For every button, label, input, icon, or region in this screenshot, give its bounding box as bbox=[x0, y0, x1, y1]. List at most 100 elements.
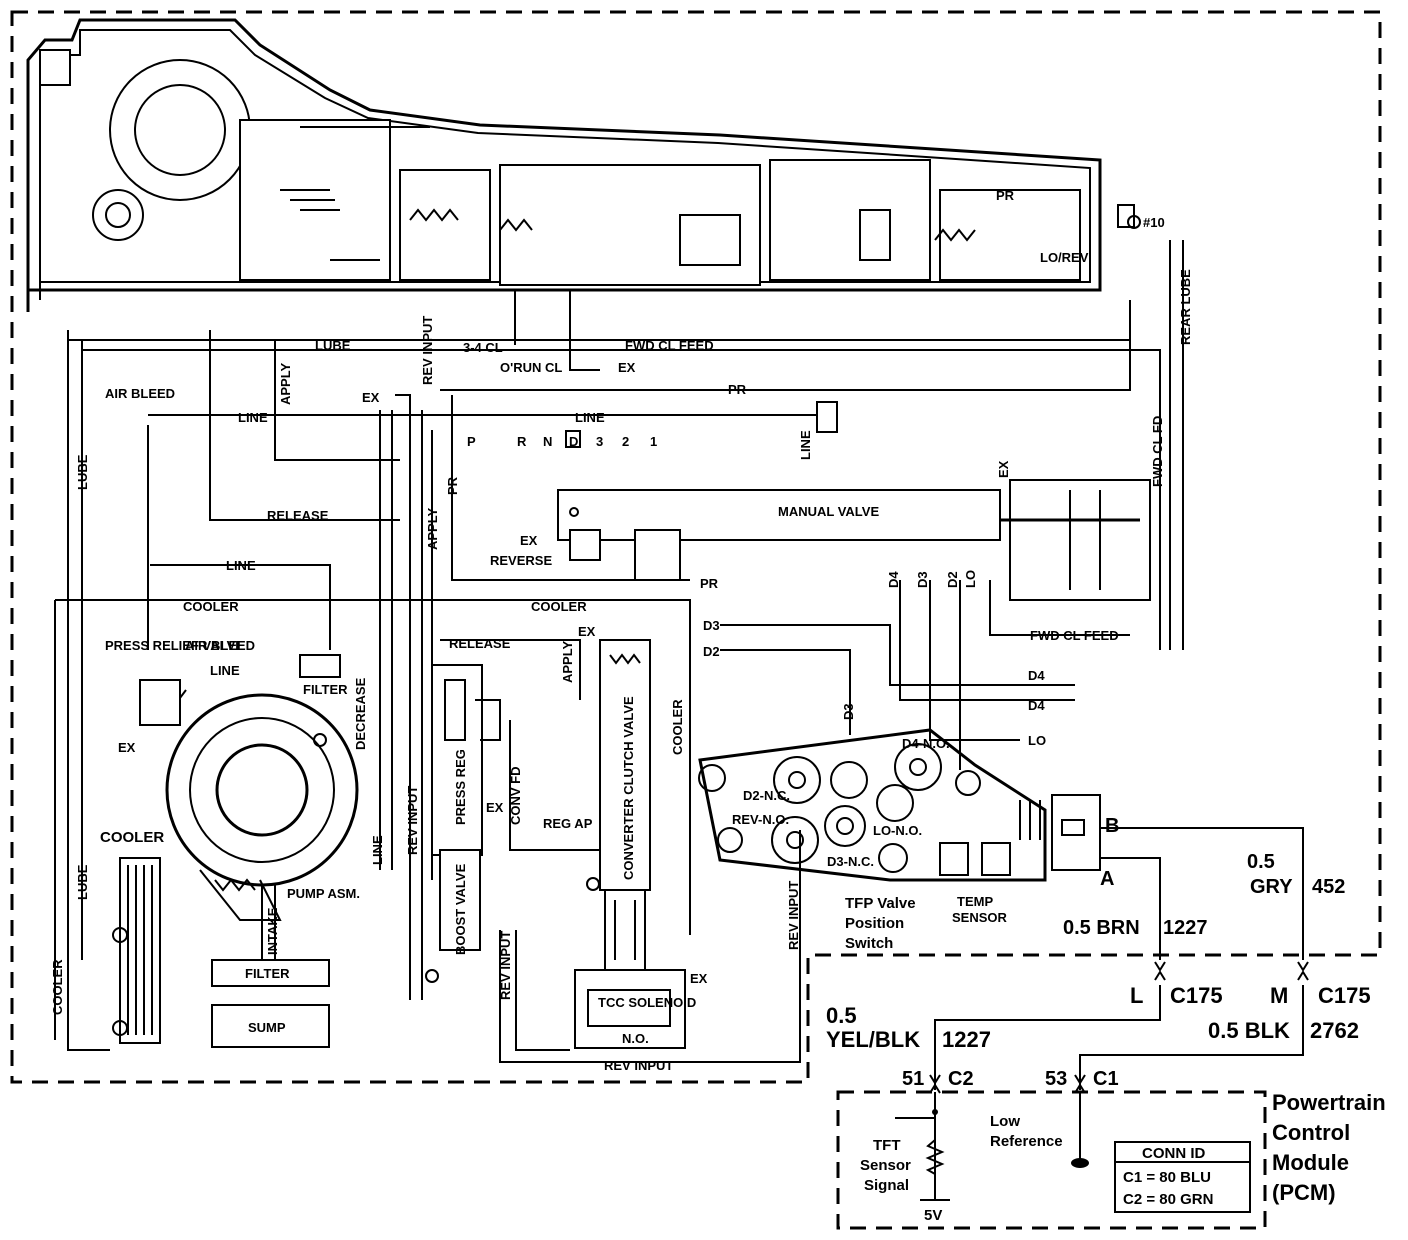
label-converter-clutch-valve: CONVERTER CLUTCH VALVE bbox=[621, 696, 636, 880]
label-d2-valve: D2 bbox=[945, 571, 960, 588]
wire-gry-circuit: 452 bbox=[1312, 876, 1345, 898]
tft-label-3: Signal bbox=[864, 1177, 909, 1194]
label-ex-orun: EX bbox=[618, 360, 636, 375]
label-pr-top: PR bbox=[996, 188, 1015, 203]
label-manual-valve: MANUAL VALVE bbox=[778, 504, 879, 519]
label-air-bleed-pump: AIR BLEED bbox=[185, 638, 255, 653]
pin-53: 53 bbox=[1045, 1068, 1067, 1090]
label-d3-line: D3 bbox=[703, 618, 720, 633]
low-ref-label-2: Reference bbox=[990, 1133, 1063, 1150]
tft-label-1: TFT bbox=[873, 1137, 901, 1154]
label-release-top: RELEASE bbox=[267, 508, 329, 523]
label-ex-valve: EX bbox=[996, 460, 1011, 478]
label-rev-input-lower: REV INPUT bbox=[498, 931, 513, 1000]
connector-m: M bbox=[1270, 983, 1288, 1008]
pin-a: A bbox=[1100, 868, 1114, 890]
manual-valve bbox=[557, 401, 1151, 601]
label-gear-2: 2 bbox=[622, 434, 629, 449]
label-boost-valve: BOOST VALVE bbox=[453, 863, 468, 955]
tft-label-2: Sensor bbox=[860, 1157, 911, 1174]
label-lo-valve: LO bbox=[963, 570, 978, 588]
label-gear-n: N bbox=[543, 434, 552, 449]
label-air-bleed-top: AIR BLEED bbox=[105, 386, 175, 401]
label-reg-ap: REG AP bbox=[543, 816, 593, 831]
label-press-reg: PRESS REG bbox=[453, 749, 468, 825]
label-d4-line2: D4 bbox=[1028, 698, 1045, 713]
pcm-module bbox=[836, 1090, 1267, 1230]
label-gear-d: D bbox=[569, 434, 578, 449]
label-gear-1: 1 bbox=[650, 434, 657, 449]
label-no: N.O. bbox=[622, 1031, 649, 1046]
voltage-5v: 5V bbox=[924, 1207, 942, 1224]
label-rev-no: REV-N.O. bbox=[732, 812, 789, 827]
label-filter: FILTER bbox=[245, 966, 290, 981]
label-switch: Switch bbox=[845, 935, 893, 952]
label-line-left: LINE bbox=[226, 558, 256, 573]
label-d3-valve: D3 bbox=[915, 571, 930, 588]
wiring-labels: B A 0.5 GRY 452 0.5 BRN 1227 L C175 M C1… bbox=[826, 815, 1386, 1224]
label-gear-p: P bbox=[467, 434, 476, 449]
label-fwd-cl-feed-top: FWD CL FEED bbox=[625, 338, 714, 353]
label-cooler-right: COOLER bbox=[670, 699, 685, 755]
label-ex-reg: EX bbox=[486, 800, 504, 815]
label-lube-left: LUBE bbox=[75, 454, 90, 490]
connector-l: L bbox=[1130, 983, 1143, 1008]
label-d3-switch: D3 bbox=[841, 703, 856, 720]
label-cooler-left: COOLER bbox=[50, 959, 65, 1015]
wire-yel-color: YEL/BLK bbox=[826, 1027, 920, 1052]
label-d3-nc: D3-N.C. bbox=[827, 854, 874, 869]
pin-51: 51 bbox=[902, 1068, 924, 1090]
label-line-manual-vert: LINE bbox=[798, 430, 813, 460]
connector-c1: C1 bbox=[1093, 1068, 1119, 1090]
cooler bbox=[112, 857, 161, 1044]
label-press-relief-valve: PRESS RELIEF VALVE bbox=[105, 638, 244, 653]
wire-blk: 0.5 BLK bbox=[1208, 1018, 1290, 1043]
label-fwd-cl-feed-right: FWD CL FEED bbox=[1030, 628, 1119, 643]
wire-gry-gauge: 0.5 bbox=[1247, 851, 1275, 873]
label-lube-lower: LUBE bbox=[75, 864, 90, 900]
label-temp: TEMP bbox=[957, 894, 993, 909]
wire-yel-gauge: 0.5 bbox=[826, 1003, 857, 1028]
wire-yel-circuit: 1227 bbox=[942, 1027, 991, 1052]
sump-box bbox=[211, 1004, 330, 1048]
label-d4-line1: D4 bbox=[1028, 668, 1045, 683]
wire-blk-circuit: 2762 bbox=[1310, 1018, 1359, 1043]
label-pump-asm: PUMP ASM. bbox=[287, 886, 360, 901]
label-pr-left: PR bbox=[445, 476, 460, 495]
label-34-cl: 3-4 CL bbox=[463, 340, 503, 355]
label-line-vertical: LINE bbox=[370, 835, 385, 865]
label-decrease: DECREASE bbox=[353, 677, 368, 750]
label-apply-mid: APPLY bbox=[425, 508, 440, 550]
connector-c2: C2 bbox=[948, 1068, 974, 1090]
hydraulic-labels: LUBE LUBE LUBE APPLY APPLY APPLY REV INP… bbox=[50, 188, 1193, 1073]
pressure-regulator bbox=[425, 664, 501, 983]
label-ex-tcc: EX bbox=[690, 971, 708, 986]
label-ex-rev: EX bbox=[362, 390, 380, 405]
transmission-case bbox=[26, 18, 1141, 312]
pcm-label-1: Powertrain bbox=[1272, 1090, 1386, 1115]
label-reverse: REVERSE bbox=[490, 553, 552, 568]
conn-id-c2: C2 = 80 GRN bbox=[1123, 1191, 1213, 1208]
label-filter-small: FILTER bbox=[303, 682, 348, 697]
label-tcc-solenoid: TCC SOLENOID bbox=[598, 995, 696, 1010]
label-lo-line: LO bbox=[1028, 733, 1046, 748]
conn-id-c1: C1 = 80 BLU bbox=[1123, 1169, 1211, 1186]
label-cooler-top: COOLER bbox=[183, 599, 239, 614]
label-sensor: SENSOR bbox=[952, 910, 1008, 925]
filter-box bbox=[211, 959, 330, 987]
pin-b: B bbox=[1105, 815, 1119, 837]
label-gear-r: R bbox=[517, 434, 527, 449]
label-lo-no: LO-N.O. bbox=[873, 823, 922, 838]
label-rev-input-right: REV INPUT bbox=[786, 881, 801, 950]
wire-brn-circuit: 1227 bbox=[1163, 917, 1208, 939]
transmission-boundary bbox=[10, 10, 1382, 1084]
conn-id-title: CONN ID bbox=[1142, 1145, 1206, 1162]
label-d2-nc: D2-N.C. bbox=[743, 788, 790, 803]
wiring-harness bbox=[929, 827, 1309, 1094]
label-cooler-box: COOLER bbox=[100, 829, 164, 846]
label-rev-input-left: REV INPUT bbox=[405, 786, 420, 855]
label-conv-fd: CONV FD bbox=[508, 767, 523, 826]
label-rear-lube: REAR LUBE bbox=[1178, 269, 1193, 345]
pcm-label-3: Module bbox=[1272, 1150, 1349, 1175]
